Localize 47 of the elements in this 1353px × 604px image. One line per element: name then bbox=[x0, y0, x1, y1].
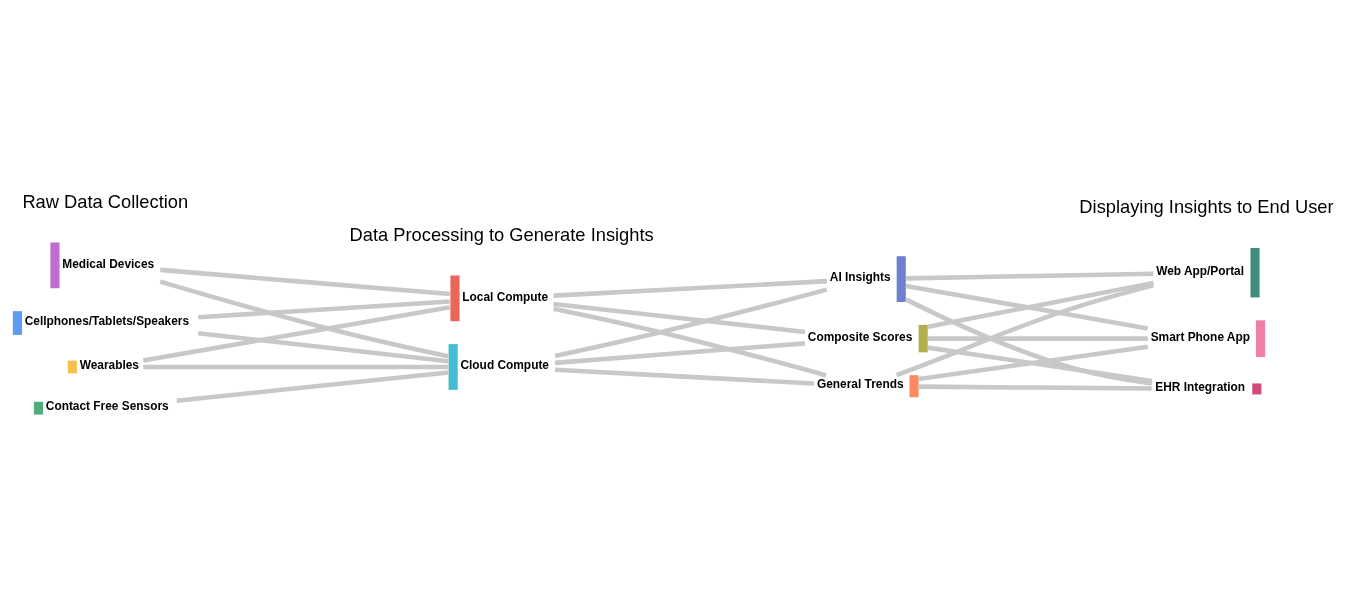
node-label: AI Insights bbox=[829, 270, 891, 285]
connector bbox=[905, 271, 1154, 281]
node-label: Smart Phone App bbox=[1150, 329, 1250, 344]
connector bbox=[553, 306, 827, 378]
connector bbox=[159, 279, 449, 359]
connector bbox=[197, 331, 449, 364]
label: Data Processing to Generate Insights bbox=[349, 223, 654, 245]
label: Raw Data Collection bbox=[22, 190, 189, 212]
connector bbox=[918, 384, 1152, 391]
connector bbox=[553, 278, 828, 298]
node-box bbox=[896, 256, 906, 302]
node-box bbox=[1252, 383, 1262, 395]
node-label: Composite Scores bbox=[807, 329, 913, 344]
connector bbox=[554, 287, 828, 359]
node-box bbox=[1250, 248, 1260, 298]
node-box bbox=[909, 375, 919, 398]
connector bbox=[554, 341, 806, 366]
node-label: General Trends bbox=[817, 377, 904, 392]
node-label: Web App/Portal bbox=[1156, 263, 1245, 278]
node-box bbox=[450, 275, 460, 322]
node-label: Medical Devices bbox=[62, 256, 155, 271]
connector bbox=[927, 280, 1154, 330]
connector bbox=[160, 267, 451, 297]
connector bbox=[553, 301, 806, 335]
node-label: Cloud Compute bbox=[460, 358, 549, 373]
connector bbox=[554, 367, 815, 386]
connector bbox=[176, 370, 449, 404]
connector bbox=[198, 299, 450, 320]
node-label: Local Compute bbox=[462, 289, 549, 304]
label: Displaying Insights to End User bbox=[1079, 196, 1334, 218]
node-label: Wearables bbox=[79, 358, 139, 373]
node-box bbox=[1255, 320, 1266, 357]
node-box bbox=[33, 401, 44, 415]
node-box bbox=[918, 324, 928, 353]
connector bbox=[904, 297, 1153, 386]
node-box bbox=[67, 360, 77, 374]
connector bbox=[142, 304, 451, 363]
node-box bbox=[448, 344, 458, 390]
node-box bbox=[12, 311, 22, 335]
node-label: EHR Integration bbox=[1155, 380, 1246, 395]
node-label: Contact Free Sensors bbox=[45, 399, 169, 414]
node-label: Cellphones/Tablets/Speakers bbox=[24, 314, 190, 329]
node-box bbox=[50, 242, 60, 289]
connector bbox=[927, 336, 1148, 341]
connector bbox=[143, 364, 449, 370]
connector bbox=[895, 283, 1154, 378]
connector bbox=[905, 283, 1149, 331]
